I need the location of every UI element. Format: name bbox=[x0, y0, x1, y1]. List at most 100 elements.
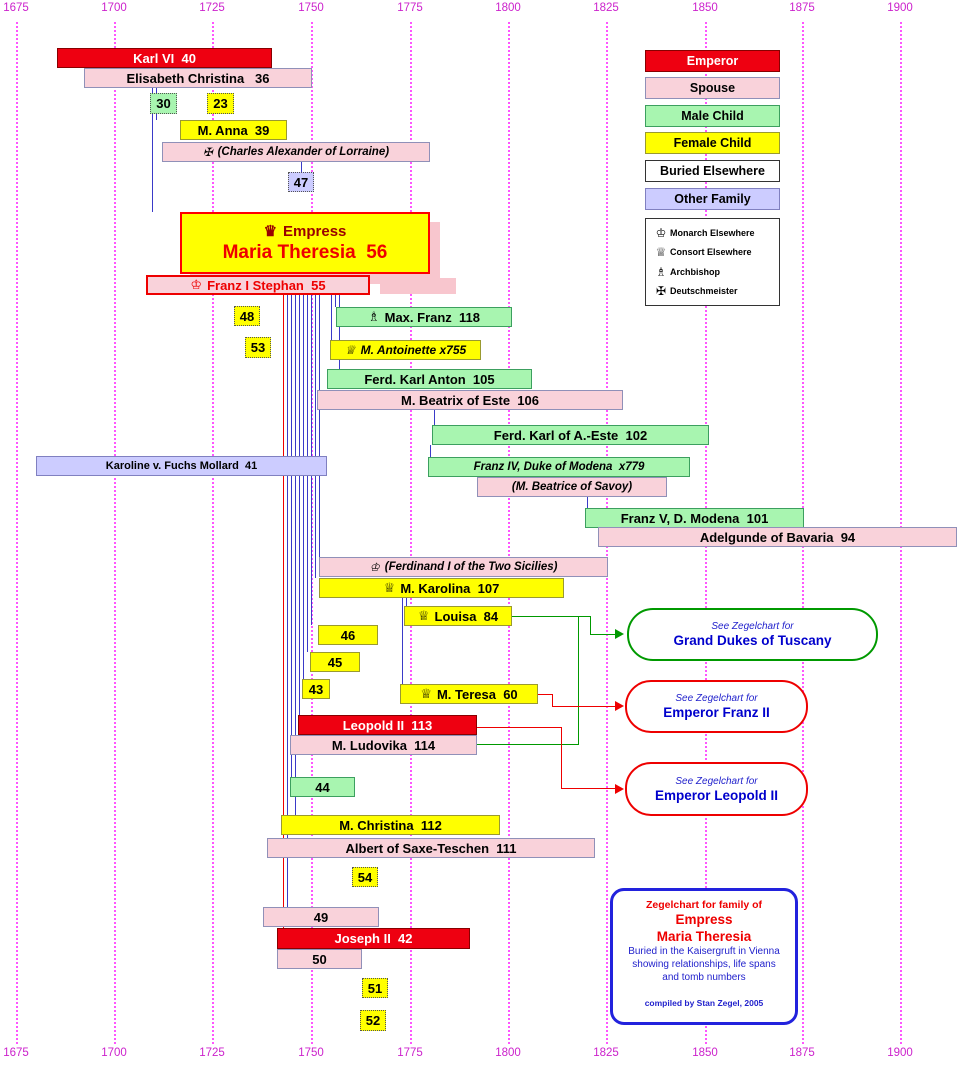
tomb-box-44: 44 bbox=[290, 777, 355, 797]
bar-franz-v-modena: Franz V, D. Modena 101 bbox=[585, 508, 804, 528]
monarch-icon: ♔ bbox=[655, 225, 667, 240]
legend-item-spouse: Spouse bbox=[645, 77, 780, 99]
empress-title-text: Empress bbox=[283, 223, 347, 240]
bar-label: Karl VI 40 bbox=[133, 50, 196, 66]
connector-line bbox=[578, 616, 579, 745]
bar-label: 53 bbox=[250, 340, 266, 355]
year-label-top: 1850 bbox=[692, 2, 718, 14]
year-label-top: 1700 bbox=[101, 2, 127, 14]
bar-label: 51 bbox=[367, 980, 383, 996]
consort-icon: ♕ bbox=[655, 245, 667, 260]
year-label-top: 1875 bbox=[789, 2, 815, 14]
bar-label: M. Anna 39 bbox=[197, 122, 270, 138]
bar-label: Louisa 84 bbox=[434, 608, 499, 624]
bar-elisabeth-christina: Elisabeth Christina 36 bbox=[84, 68, 312, 88]
year-label-top: 1800 bbox=[495, 2, 521, 14]
bar-label: Albert of Saxe-Teschen 111 bbox=[345, 840, 517, 856]
connector-line bbox=[331, 295, 332, 340]
bar-leopold-ii: Leopold II 113 bbox=[298, 715, 477, 735]
bar-label: M. Ludovika 114 bbox=[331, 737, 436, 753]
legend-symbol-row: ✠Deutschmeister bbox=[652, 282, 779, 302]
year-label-bottom: 1850 bbox=[692, 1047, 718, 1059]
bar-label: 44 bbox=[315, 779, 330, 795]
legend-item-emperor: Emperor bbox=[645, 50, 780, 72]
legend-symbol-row: ♗Archbishop bbox=[652, 262, 779, 282]
legend-symbol-label: Consort Elsewhere bbox=[670, 247, 752, 258]
bar-ferdinand-two-sicilies: ♔(Ferdinand I of the Two Sicilies) bbox=[319, 557, 608, 577]
consort-icon: ♕ bbox=[417, 608, 430, 623]
bar-m-karolina: ♕M. Karolina 107 bbox=[319, 578, 564, 598]
year-label-bottom: 1775 bbox=[397, 1047, 423, 1059]
connector-line bbox=[430, 445, 431, 457]
bar-label: Adelgunde of Bavaria 94 bbox=[699, 529, 856, 545]
legend-symbol-row: ♔Monarch Elsewhere bbox=[652, 223, 779, 243]
tomb-box-46: 46 bbox=[318, 625, 378, 645]
bar-label: M. Karolina 107 bbox=[400, 580, 500, 596]
ref-title-text: Emperor Leopold II bbox=[654, 787, 778, 803]
bar-label: 43 bbox=[308, 681, 324, 697]
bar-label: Max. Franz 118 bbox=[384, 309, 481, 325]
connector-line bbox=[152, 88, 153, 212]
bar-label: M. Teresa 60 bbox=[436, 686, 518, 702]
connector-line bbox=[512, 616, 590, 617]
year-label-bottom: 1750 bbox=[298, 1047, 324, 1059]
legend-symbol-row: ♕Consort Elsewhere bbox=[652, 243, 779, 263]
bar-franz-iv-modena: Franz IV, Duke of Modena x779 bbox=[428, 457, 690, 477]
connector-line bbox=[552, 706, 616, 707]
bar-label: 46 bbox=[340, 627, 356, 643]
ref-see-text: See Zegelchart for bbox=[675, 775, 758, 787]
bar-label: Elisabeth Christina 36 bbox=[126, 70, 270, 86]
connector-line bbox=[402, 598, 403, 684]
legend-symbol-label: Monarch Elsewhere bbox=[670, 227, 755, 238]
year-label-bottom: 1800 bbox=[495, 1047, 521, 1059]
bar-m-beatrice-of-savoy: (M. Beatrice of Savoy) bbox=[477, 477, 667, 497]
connector-line bbox=[287, 295, 288, 907]
deutschmeister-icon: ✠ bbox=[655, 284, 667, 299]
empress-icon: ♛ bbox=[263, 223, 278, 240]
tomb-box-52: 52 bbox=[360, 1010, 386, 1031]
title-box-line: compiled by Stan Zegel, 2005 bbox=[644, 998, 764, 1008]
bar-karoline-fuchs-mollard: Karoline v. Fuchs Mollard 41 bbox=[36, 456, 327, 476]
title-box-line: and tomb numbers bbox=[662, 972, 746, 983]
connector-line bbox=[590, 634, 616, 635]
connector-line bbox=[561, 788, 616, 789]
bar-label: Joseph II 42 bbox=[334, 931, 413, 946]
bar-label: M. Christina 112 bbox=[339, 817, 442, 833]
tomb-box-30: 30 bbox=[150, 93, 177, 114]
connector-line bbox=[299, 295, 300, 715]
ref-see-text: See Zegelchart for bbox=[711, 621, 794, 632]
connector-arrow-icon bbox=[615, 784, 624, 794]
timeline-gridline bbox=[410, 22, 412, 1044]
ref-title-text: Grand Dukes of Tuscany bbox=[673, 633, 832, 648]
legend-item-female: Female Child bbox=[645, 132, 780, 154]
connector-line bbox=[319, 295, 320, 557]
tomb-box-50: 50 bbox=[277, 949, 362, 969]
year-label-top: 1825 bbox=[593, 2, 619, 14]
tomb-box-47: 47 bbox=[288, 172, 314, 192]
tomb-box-23: 23 bbox=[207, 93, 234, 114]
consort-icon: ♕ bbox=[344, 343, 356, 357]
bar-label: 47 bbox=[293, 174, 309, 190]
connector-line bbox=[301, 161, 302, 172]
tomb-box-49: 49 bbox=[263, 907, 379, 927]
timeline-gridline bbox=[212, 22, 214, 1044]
year-label-bottom: 1875 bbox=[789, 1047, 815, 1059]
bar-louisa: ♕ Louisa 84 bbox=[404, 606, 512, 626]
bar-label: Ferd. Karl of A.-Este 102 bbox=[493, 427, 648, 443]
bar-m-christina: M. Christina 112 bbox=[281, 815, 500, 835]
legend-item-label: Other Family bbox=[674, 192, 751, 206]
connector-line bbox=[552, 694, 553, 707]
timeline-gridline bbox=[508, 22, 510, 1044]
connector-line bbox=[315, 295, 316, 578]
connector-line bbox=[477, 744, 578, 745]
bar-label: Ferd. Karl Anton 105 bbox=[364, 371, 495, 387]
connector-line bbox=[590, 616, 591, 635]
bar-label: 54 bbox=[357, 869, 373, 885]
year-label-top: 1900 bbox=[887, 2, 913, 14]
title-box-line: showing relationships, life spans bbox=[632, 959, 776, 970]
